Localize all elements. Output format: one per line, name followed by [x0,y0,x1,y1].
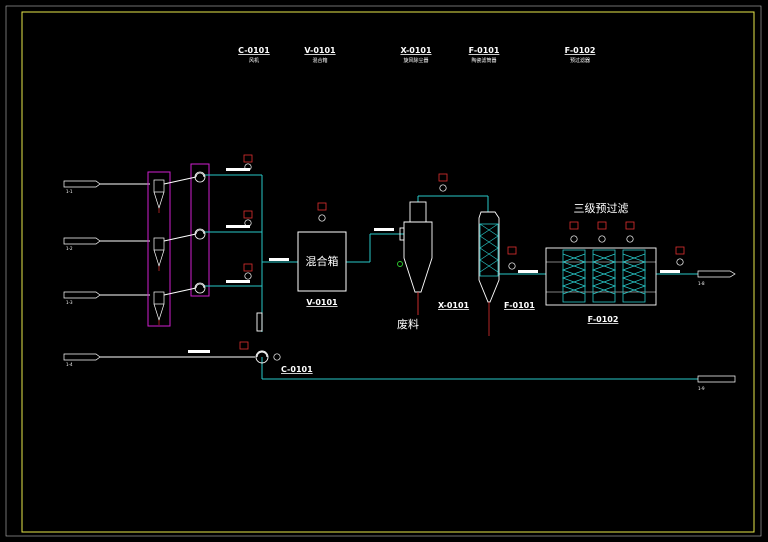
mixing-box-label: 混合箱 [306,254,339,268]
inlet-code: 1-3 [66,300,73,305]
header-tag-desc: 旋风除尘器 [403,57,428,64]
mixing-box-tag: V-0101 [306,298,338,307]
header-tag-c0101: C-0101 风机 [238,46,270,64]
header-tag-desc: 陶瓷滤筒器 [471,57,496,64]
outlet-code: 1-9 [698,386,705,391]
outer-frame [5,5,762,537]
header-tag-v0101: V-0101 混合箱 [304,46,336,64]
mini-cyclones [153,179,165,325]
blower-tag: C-0101 [281,365,313,374]
mini-cyclone [153,179,165,213]
header-tag-f0101: F-0101 陶瓷滤筒器 [469,46,500,64]
ceramic-filter: F-0101 [478,211,535,336]
header-tag-desc: 混合箱 [312,57,327,64]
header-tag-label: F-0101 [469,46,500,55]
instrument-bubble [625,221,635,243]
mini-cyclone [153,291,165,325]
inlet-2: 1-2 [63,237,150,251]
header-tag-f0102: F-0102 预过滤器 [565,46,596,64]
inlet-lines: 1-1 1-2 1-3 1-4 [63,180,255,367]
instrument-bubble [675,246,685,266]
fan-icon [194,282,206,294]
header-tags: C-0101 风机 V-0101 混合箱 X-0101 旋风除尘器 F-0101… [238,46,595,64]
prefilter: 三级预过滤 F-0102 [545,202,657,324]
header-tag-x0101: X-0101 旋风除尘器 [400,46,432,64]
instruments [239,154,685,361]
instrument-bubble [243,210,253,227]
outlet-2: 1-9 [697,375,736,391]
cyclone-tag: X-0101 [438,301,470,310]
instrument-bubble [243,263,253,280]
instrument-bubble [438,173,448,192]
header-tag-desc: 预过滤器 [570,57,590,64]
mini-cyclone [153,237,165,271]
instrument-bubble [243,154,253,171]
inlet-3: 1-3 [63,291,150,305]
instrument-bubble [597,221,607,243]
mixing-box: 混合箱 V-0101 [297,231,347,307]
header-tag-label: X-0101 [400,46,432,55]
header-tag-desc: 风机 [249,57,259,64]
inlet-code: 1-1 [66,189,73,194]
blower: C-0101 [255,312,313,374]
instrument-bubble [507,246,517,270]
instrument-bubble [569,221,579,243]
cyclone-bank-enclosure [147,171,171,327]
inlet-code: 1-2 [66,246,73,251]
inlet-1: 1-1 [63,180,150,194]
inlet-code: 1-4 [66,362,73,367]
header-tag-label: F-0102 [565,46,596,55]
cyclone-fan-lines [163,176,197,296]
instrument-bubble [317,202,327,222]
outlets: 1-8 1-9 [697,270,736,391]
ceramic-filter-tag: F-0101 [504,301,535,310]
fan-icon [194,228,206,240]
process-pipes [205,174,698,380]
mini-fans [194,171,206,294]
outlet-1: 1-8 [697,270,736,286]
header-tag-label: C-0101 [238,46,270,55]
fan-bank-enclosure [190,163,210,297]
prefilter-tag: F-0102 [588,315,619,324]
inlet-4: 1-4 [63,353,255,367]
fan-icon [194,171,206,183]
prefilter-label: 三级预过滤 [574,202,629,215]
instrument-bubble [239,341,281,361]
drawing-border [21,11,755,533]
waste-label: 废料 [397,317,419,331]
filter-stages [561,249,647,303]
cyclone-separator: X-0101 废料 [397,201,470,331]
header-tag-label: V-0101 [304,46,336,55]
outlet-code: 1-8 [698,281,705,286]
line-markers [188,168,680,353]
